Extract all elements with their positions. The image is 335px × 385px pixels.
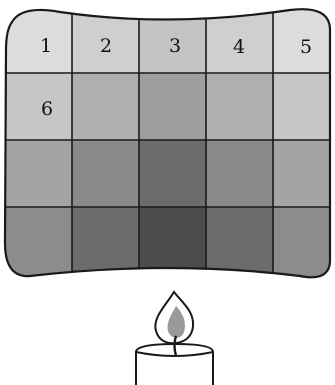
grid-cell-r4-c3 [139, 207, 206, 290]
grid-cell-r3-c3 [139, 140, 206, 207]
grid-cell-r2-c4 [206, 73, 273, 140]
grid-cell-r2-c2 [72, 73, 139, 140]
grid-cell-r4-c4 [206, 207, 273, 290]
grid-cell-r4-c1 [0, 207, 72, 290]
cell-label-6: 6 [41, 98, 53, 120]
cell-label-5: 5 [300, 36, 312, 58]
cell-label-1: 1 [40, 35, 52, 57]
cell-label-4: 4 [233, 36, 245, 58]
cell-label-3: 3 [169, 35, 181, 57]
grid-cell-r3-c5 [273, 140, 335, 207]
metal-sheet: 1 2 3 4 5 6 [0, 0, 335, 290]
grid-cell-r2-c5 [273, 73, 335, 140]
grid-cell-r2-c3 [139, 73, 206, 140]
grid-cell-r2-c1 [0, 73, 72, 140]
cell-label-2: 2 [100, 35, 112, 57]
grid-cell-r3-c2 [72, 140, 139, 207]
grid-cell-r3-c4 [206, 140, 273, 207]
grid-cell-r3-c1 [0, 140, 72, 207]
candle [136, 292, 213, 385]
grid-cell-r4-c2 [72, 207, 139, 290]
